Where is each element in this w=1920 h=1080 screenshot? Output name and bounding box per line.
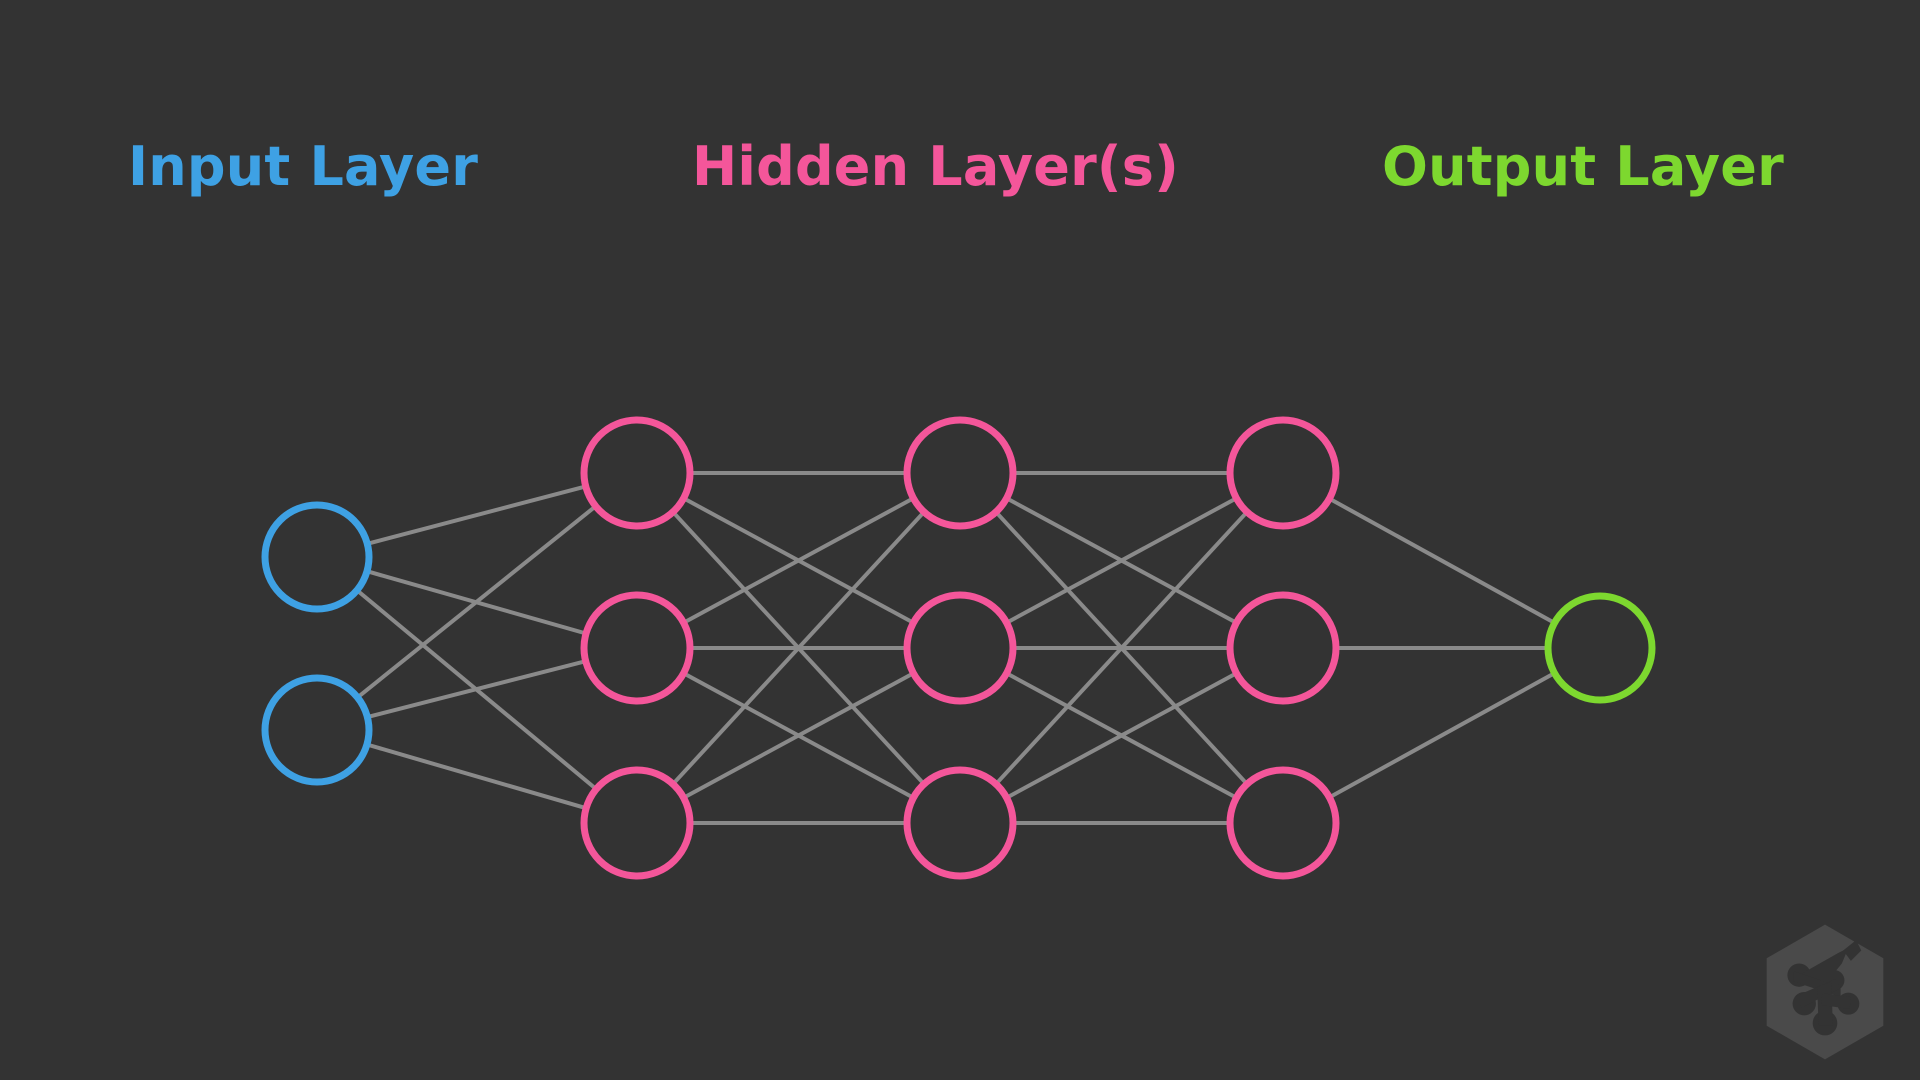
connection-edge — [356, 504, 597, 699]
hidden-node — [580, 591, 694, 705]
hexagon-neuron-logo-icon — [1760, 922, 1890, 1062]
nodes-group — [261, 416, 1656, 880]
hidden-node — [903, 591, 1017, 705]
neuron-glyph — [1787, 940, 1862, 1036]
hidden-node — [903, 766, 1017, 880]
input-node — [261, 674, 373, 786]
connection-edge — [366, 484, 587, 546]
connection-edge — [366, 742, 587, 811]
output-layer-title: Output Layer — [1382, 135, 1784, 198]
connection-edge — [1005, 671, 1238, 800]
hidden-node — [1226, 766, 1340, 880]
hidden-node — [580, 766, 694, 880]
connection-edge — [366, 659, 587, 720]
connection-edge — [671, 510, 926, 786]
hidden-node — [1226, 591, 1340, 705]
connection-edge — [682, 671, 915, 800]
edges-group — [355, 471, 1556, 825]
connection-edge — [1328, 671, 1556, 800]
hidden-layer-title: Hidden Layer(s) — [692, 135, 1180, 198]
hidden-node — [580, 416, 694, 530]
connection-edge — [682, 496, 915, 625]
hidden-node — [1226, 416, 1340, 530]
connection-edge — [1005, 496, 1238, 625]
connection-edge — [994, 510, 1249, 786]
input-node — [261, 501, 373, 613]
output-node — [1544, 592, 1656, 704]
input-layer-title: Input Layer — [128, 135, 479, 198]
hidden-node — [903, 416, 1017, 530]
connection-edge — [1328, 496, 1556, 625]
